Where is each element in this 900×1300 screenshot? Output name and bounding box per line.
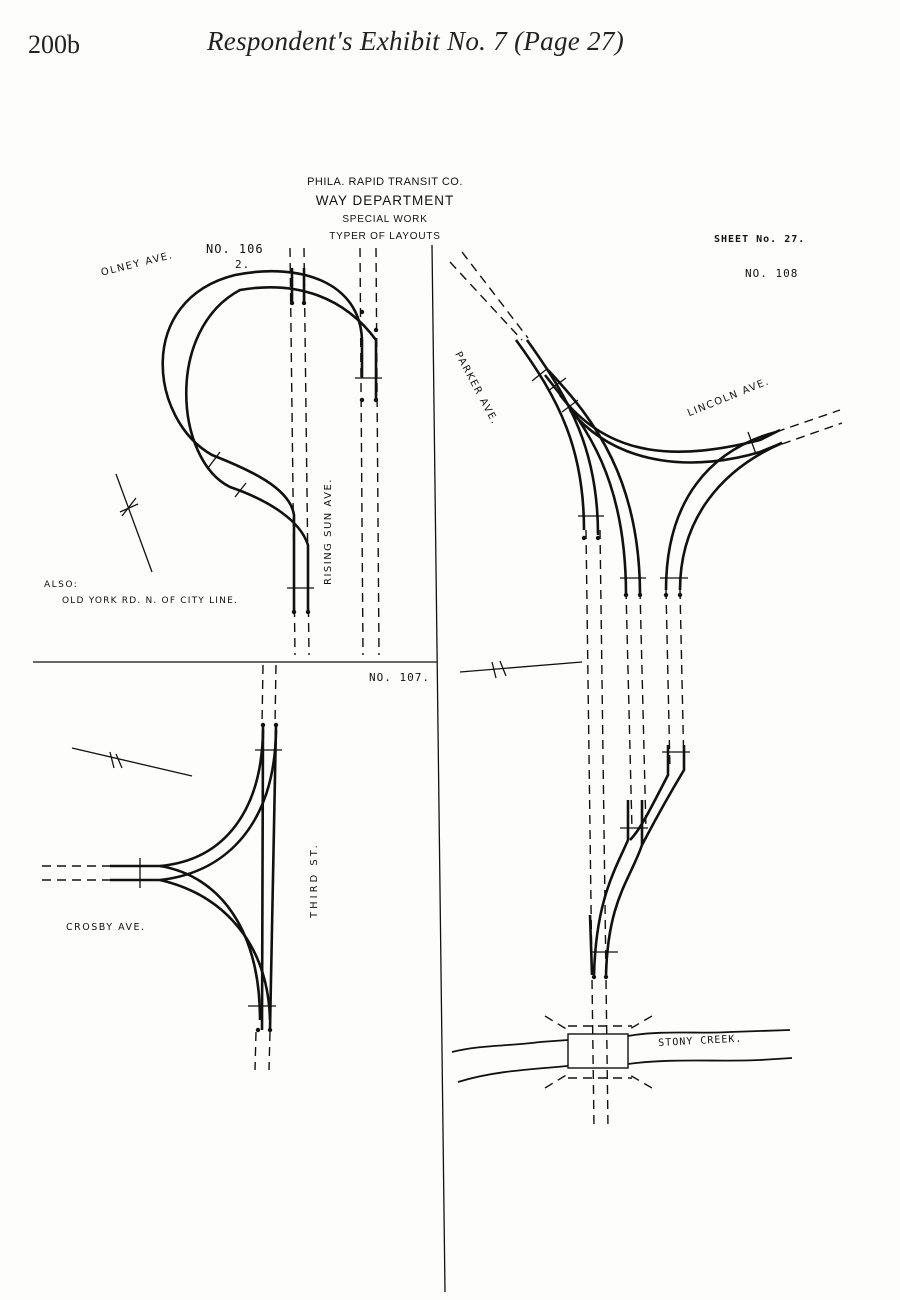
layout-108-drawing [449,251,843,1129]
panel-dividers [33,244,446,1293]
layout-107-drawing [42,664,282,1071]
layout-106-number: NO. 106 [206,242,264,256]
loop-rail-inner [185,286,378,612]
sheet-number: SHEET No. 27. [714,234,806,245]
layout-106-drawing [115,247,382,656]
vertical-divider-line [431,244,446,1293]
north-arrow-icon [115,473,153,573]
page-number: 200b [28,30,80,59]
layout-106-denominator: 2. [235,258,251,271]
layout-107-number: NO. 107. [369,671,430,684]
north-arrow-icon-108 [459,660,583,679]
old-york-rd-label: OLD YORK RD. N. OF CITY LINE. [62,596,239,606]
stony-creek-bridge [451,1015,793,1089]
third-st-rail-left [260,724,265,1031]
also-label: ALSO: [44,580,79,590]
header-layouts: TYPER OF LAYOUTS [329,231,441,242]
north-arrow-icon-107 [71,747,193,777]
crosby-ave-label: CROSBY AVE. [66,922,146,933]
page-title: Respondent's Exhibit No. 7 (Page 27) [207,26,624,56]
layout-108-number: NO. 108 [745,267,799,280]
header-special-work: SPECIAL WORK [342,214,428,225]
loop-rail-outer [161,269,364,612]
company-name: PHILA. RAPID TRANSIT CO. [307,176,463,188]
department-name: WAY DEPARTMENT [315,193,455,208]
parker-rail-a [514,339,586,531]
